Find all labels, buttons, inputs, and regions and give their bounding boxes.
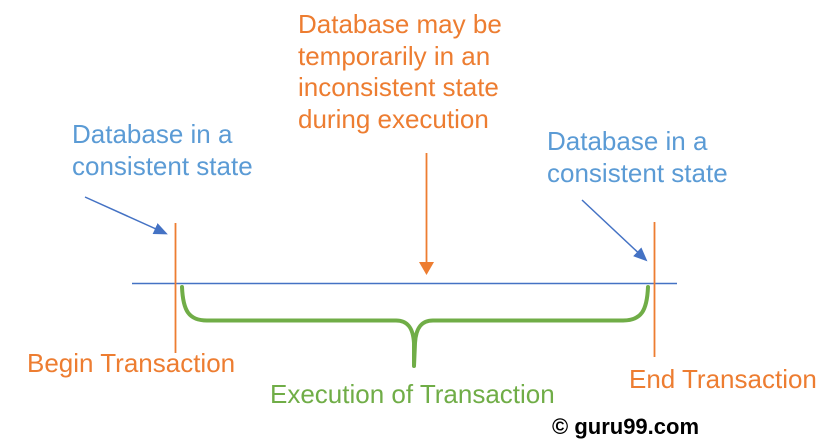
guru99-watermark: © guru99.com [552,414,700,439]
execution-of-transaction-label: Execution of Transaction [270,379,555,409]
left-consistent-arrow [84,196,168,235]
consistent-state-label-left: Database in a consistent state [72,119,253,181]
right-consistent-arrow [581,199,648,262]
consistent-state-label-right: Database in a consistent state [547,126,728,188]
begin-transaction-label: Begin Transaction [27,348,236,378]
end-transaction-label: End Transaction [629,364,817,394]
execution-brace [180,285,650,368]
inconsistent-state-label: Database may be temporarily in an incons… [298,9,502,134]
